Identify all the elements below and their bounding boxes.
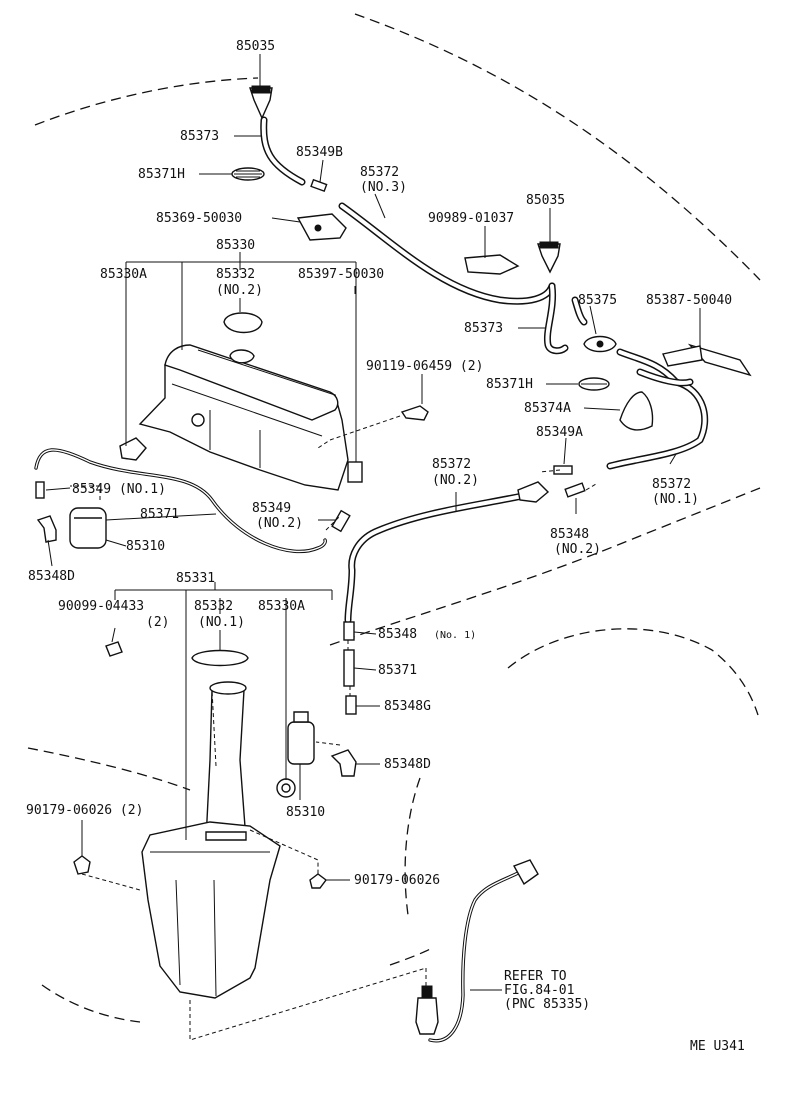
clip-90989	[464, 254, 520, 275]
label-refer-line1: REFER TO	[504, 969, 567, 984]
connector-85335	[512, 859, 539, 886]
label-85373-top: 85373	[180, 129, 219, 144]
pump-85310-left	[69, 507, 107, 549]
label-85372-no2-sub: (NO.2)	[432, 473, 479, 488]
label-85372-no3-sub: (NO.3)	[360, 180, 407, 195]
label-85348g: 85348G	[384, 699, 431, 714]
label-85332-no2-sub: (NO.2)	[216, 283, 263, 298]
joint-85348d-right	[330, 749, 357, 777]
grommet-85371h-right	[578, 377, 610, 391]
pump-wires	[34, 448, 522, 1043]
label-85371-mid: 85371	[378, 663, 417, 678]
label-85035-right: 85035	[526, 193, 565, 208]
cap-85332-no1	[191, 649, 249, 667]
label-85348d-left: 85348D	[28, 569, 75, 584]
nut-90179-left	[73, 855, 91, 875]
bolt-90119	[400, 405, 429, 421]
joint-85375	[583, 335, 617, 353]
label-85035-top: 85035	[236, 39, 275, 54]
label-85332-no1: 85332	[194, 599, 233, 614]
cap-85332-no2	[223, 312, 263, 334]
label-85387: 85387-50040	[646, 293, 732, 308]
body-outline	[27, 13, 761, 1023]
label-90099: 90099-04433	[58, 599, 144, 614]
label-85372-no3: 85372	[360, 165, 399, 180]
joint-85348g	[345, 695, 357, 715]
label-85397: 85397-50030	[298, 267, 384, 282]
clip-85369	[296, 213, 347, 241]
grommet-85371h-top	[231, 167, 265, 181]
label-refer-line3: (PNC 85335)	[504, 997, 590, 1012]
label-85330a-low: 85330A	[258, 599, 305, 614]
joint-85348-no1	[343, 621, 355, 641]
label-85310-left: 85310	[126, 539, 165, 554]
label-85373-right: 85373	[464, 321, 503, 336]
clip-90099	[105, 641, 123, 657]
label-85375: 85375	[578, 293, 617, 308]
label-85349b: 85349B	[296, 145, 343, 160]
label-85348-no1-sub: (No. 1)	[434, 630, 476, 641]
label-85372-no2: 85372	[432, 457, 471, 472]
label-90099-sub: (2)	[146, 615, 169, 630]
check-valve-85349b	[310, 178, 328, 193]
label-85372-no1-sub: (NO.1)	[652, 492, 699, 507]
label-85372-no1: 85372	[652, 477, 691, 492]
label-90179-right: 90179-06026	[354, 873, 440, 888]
nozzle-85035-top	[249, 85, 273, 120]
nut-90179-right	[309, 873, 327, 889]
label-85349-no2-sub: (NO.2)	[256, 516, 303, 531]
label-85330a-top: 85330A	[100, 267, 147, 282]
label-85348-no1: 85348	[378, 627, 417, 642]
level-sensor-85335	[415, 985, 439, 1035]
pump-85310-low	[287, 711, 315, 765]
check-valve-85349-no1	[35, 481, 45, 499]
label-90179-left: 90179-06026 (2)	[26, 803, 143, 818]
label-85331: 85331	[176, 571, 215, 586]
label-85371h-top: 85371H	[138, 167, 185, 182]
joint-85348-no2	[564, 482, 586, 498]
label-85369: 85369-50030	[156, 211, 242, 226]
clip-85397	[347, 461, 363, 483]
label-85349-no2: 85349	[252, 501, 291, 516]
hose-85371-mid	[343, 649, 355, 687]
label-85374a: 85374A	[524, 401, 571, 416]
upper-tank-85330	[138, 344, 349, 491]
part-labels: 85035 85373 85349B 85371H 85372 (NO.3) 8…	[26, 39, 745, 1054]
label-refer-line2: FIG.84-01	[504, 983, 574, 998]
label-85371-left: 85371	[140, 507, 179, 522]
label-85332-no1-sub: (NO.1)	[198, 615, 245, 630]
cover-85374a	[619, 391, 654, 431]
grommet-85330a-top	[119, 437, 147, 461]
label-85371h-right: 85371H	[486, 377, 533, 392]
leader-lines	[45, 54, 701, 991]
bracket-85387	[662, 343, 752, 377]
label-90989: 90989-01037	[428, 211, 514, 226]
label-90119: 90119-06459 (2)	[366, 359, 483, 374]
nozzle-85035-right	[537, 241, 561, 274]
joint-85348d-left	[36, 515, 57, 543]
check-valve-85349-no2	[331, 509, 351, 533]
label-85348-no2: 85348	[550, 527, 589, 542]
washer-hoses	[260, 116, 709, 624]
assembly-lines	[70, 415, 597, 1041]
check-valve-85349a	[553, 465, 573, 475]
label-85348d-right: 85348D	[384, 757, 431, 772]
drawing-code: ME U341	[690, 1039, 745, 1054]
label-85349-no1: 85349 (NO.1)	[72, 482, 166, 497]
label-85332-no2: 85332	[216, 267, 255, 282]
joint-y-85372	[517, 481, 550, 503]
label-85349a: 85349A	[536, 425, 583, 440]
lower-tank-85331	[141, 681, 281, 999]
grommet-85330a-low	[276, 778, 296, 798]
label-85330: 85330	[216, 238, 255, 253]
label-85310-low: 85310	[286, 805, 325, 820]
label-85348-no2-sub: (NO.2)	[554, 542, 601, 557]
